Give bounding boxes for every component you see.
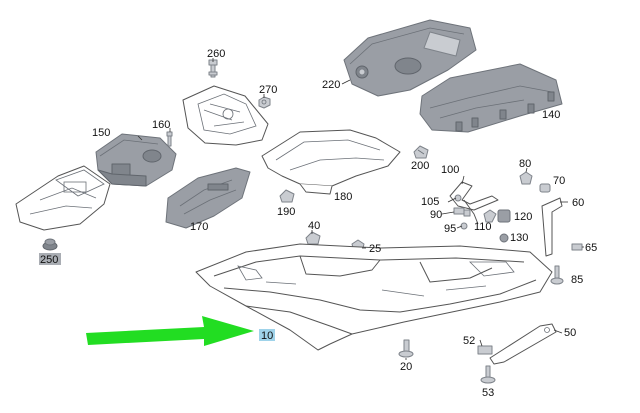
control-unit-bracket[interactable]: [15, 165, 111, 231]
callout-60: 60: [572, 197, 584, 209]
callout-10-highlight: [259, 329, 275, 341]
part-85-bolt[interactable]: [550, 265, 564, 285]
callout-250: 250: [40, 254, 58, 266]
callout-120: 120: [514, 211, 532, 223]
part-20-bolt[interactable]: [398, 339, 414, 358]
callout-40: 40: [308, 220, 320, 232]
callout-200: 200: [411, 160, 429, 172]
callout-140: 140: [542, 109, 560, 121]
part-170-shield[interactable]: [165, 167, 251, 229]
callout-95: 95: [444, 223, 456, 235]
callout-150: 150: [92, 127, 110, 139]
part-220-cover[interactable]: [343, 19, 477, 97]
part-130-grommet[interactable]: [499, 233, 509, 243]
callout-10: 10: [261, 330, 273, 342]
callout-53: 53: [482, 387, 494, 399]
callout-180: 180: [334, 191, 352, 203]
callout-170: 170: [190, 221, 208, 233]
callout-130: 130: [510, 232, 528, 244]
part-60-bracket[interactable]: [541, 197, 563, 257]
callout-260: 260: [207, 48, 225, 60]
part-270-nut[interactable]: [258, 96, 271, 109]
part-120-plug[interactable]: [497, 209, 511, 223]
callout-85: 85: [571, 274, 583, 286]
part-190-clip[interactable]: [279, 189, 295, 203]
callout-110: 110: [474, 221, 492, 233]
part-10-underbody-panel[interactable]: [195, 243, 553, 351]
callout-190: 190: [277, 206, 295, 218]
part-40-clip[interactable]: [305, 231, 321, 245]
part-110-clip[interactable]: [483, 209, 497, 223]
callout-20: 20: [400, 361, 412, 373]
part-70-bushing[interactable]: [539, 183, 551, 193]
pointer-arrow: [86, 316, 254, 346]
part-90-clip[interactable]: [453, 207, 471, 217]
callout-90: 90: [430, 209, 442, 221]
callout-50: 50: [564, 327, 576, 339]
callout-65: 65: [585, 242, 597, 254]
part-150-module[interactable]: [95, 133, 177, 187]
part-260-bolt[interactable]: [208, 59, 218, 78]
part-50-strut[interactable]: [489, 323, 557, 365]
part-65-clip[interactable]: [571, 243, 583, 251]
part-200-clip[interactable]: [413, 145, 429, 159]
bracket-assembly-100[interactable]: [449, 181, 499, 225]
part-180-cover[interactable]: [261, 129, 401, 195]
callout-105: 105: [421, 196, 439, 208]
part-250-grommet[interactable]: [42, 238, 58, 251]
callout-100: 100: [441, 164, 459, 176]
callout-270: 270: [259, 84, 277, 96]
callout-52: 52: [463, 335, 475, 347]
part-52-clip[interactable]: [477, 345, 493, 355]
engine-cover-line-art[interactable]: [182, 85, 269, 146]
callout-220: 220: [322, 79, 340, 91]
callout-250-background: [39, 253, 61, 265]
part-53-bolt[interactable]: [480, 365, 496, 384]
callout-labels: 260 270 220 140 150 160 180 200 100 80 7…: [39, 48, 597, 399]
callout-70: 70: [553, 175, 565, 187]
callout-25: 25: [369, 243, 381, 255]
callout-80: 80: [519, 158, 531, 170]
callout-160: 160: [152, 119, 170, 131]
part-140-cover[interactable]: [419, 63, 563, 133]
part-105-nut[interactable]: [454, 194, 462, 202]
part-160-bolt[interactable]: [166, 131, 173, 147]
part-80-bolt[interactable]: [519, 171, 533, 185]
